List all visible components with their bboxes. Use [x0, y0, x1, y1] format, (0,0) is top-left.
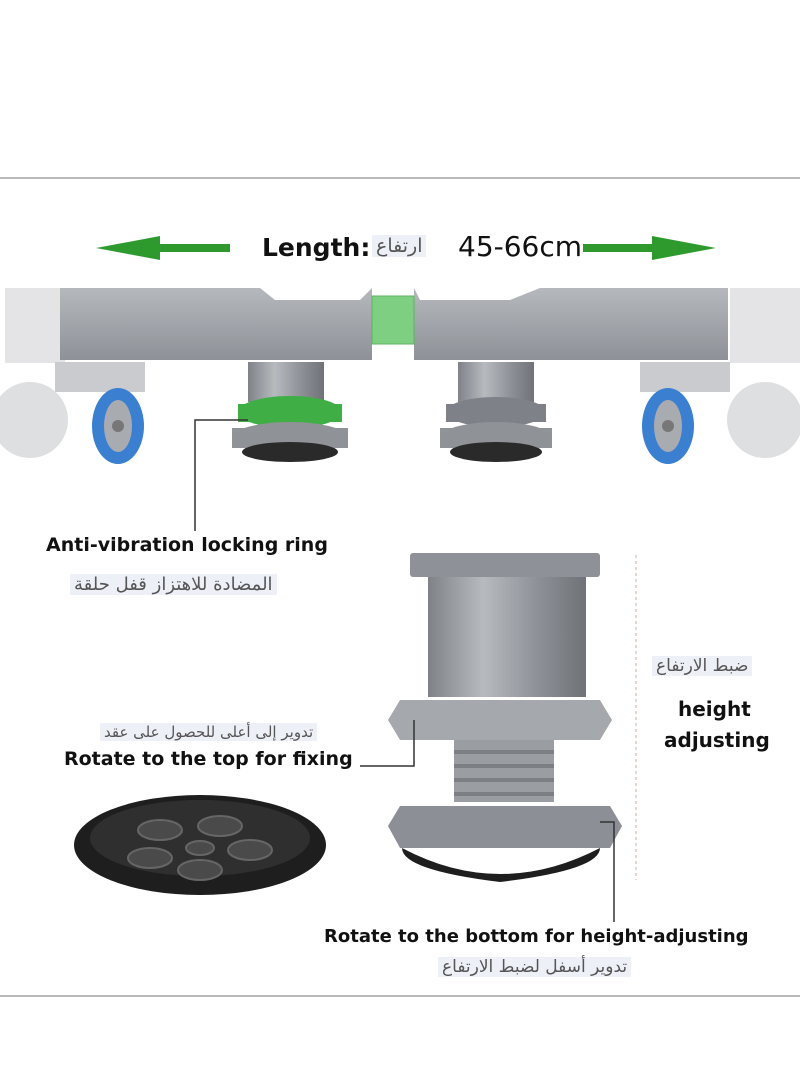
adjustable-foot-detail — [388, 553, 622, 882]
top-divider — [0, 177, 800, 179]
frame-left — [60, 288, 372, 360]
rotate-bottom-arabic: تدوير أسفل لضبط الارتفاع — [438, 957, 632, 977]
bottom-divider — [0, 995, 800, 997]
height-label-line1: height — [678, 697, 751, 721]
length-arabic: ارتفاع — [372, 235, 427, 257]
rubber-pad — [74, 795, 326, 895]
rotate-top-label: Rotate to the top for fixing — [64, 748, 353, 770]
arrow-left-icon — [96, 236, 230, 260]
frame-ghost-left — [5, 288, 65, 363]
extension-joint — [372, 296, 414, 344]
arrow-right-icon — [583, 236, 716, 260]
locking-ring-label: Anti-vibration locking ring — [46, 534, 328, 556]
foot-with-green-ring — [232, 362, 348, 462]
length-label: Length: — [262, 233, 371, 262]
wheel-left — [0, 362, 145, 464]
height-arabic: ضبط الارتفاع — [652, 656, 753, 676]
height-label-line2: adjusting — [664, 728, 770, 752]
wheel-right — [640, 362, 800, 464]
locking-ring-arabic: المضادة للاهتزاز قفل حلقة — [70, 574, 277, 595]
foot-plain — [440, 362, 552, 462]
frame-ghost-right — [730, 288, 800, 363]
rotate-top-arabic: تدوير إلى أعلى للحصول على عقد — [100, 723, 318, 741]
frame-right — [414, 288, 728, 360]
rotate-bottom-label: Rotate to the bottom for height-adjustin… — [324, 926, 749, 947]
length-range: 45-66cm — [458, 230, 583, 263]
